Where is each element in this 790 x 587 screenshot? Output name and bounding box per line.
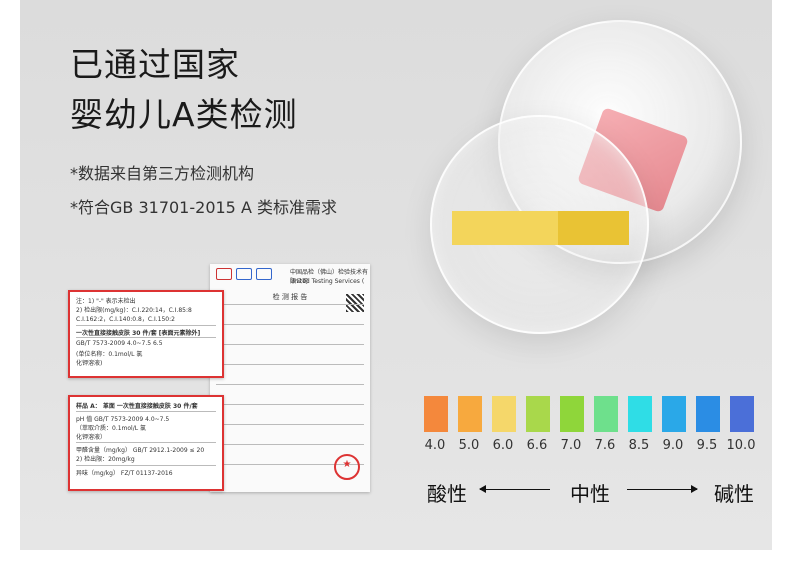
divider [216, 464, 364, 465]
report-org-name: 中国品检（佛山）检验技术有限公司 [290, 269, 369, 285]
ph-swatch [696, 396, 720, 432]
excerpt-row: 甲醛含量（mg/kg） GB/T 2912.1-2009 ≤ 20 [76, 447, 205, 454]
ph-swatch [526, 396, 550, 432]
divider [216, 384, 364, 385]
ph-swatch [560, 396, 584, 432]
ph-value-label: 7.0 [560, 438, 582, 453]
divider [216, 324, 364, 325]
ph-value-label: 6.0 [492, 438, 514, 453]
report-title: 检 测 报 告 [272, 293, 308, 301]
acidic-label: 酸性 [427, 482, 467, 506]
ph-value-labels: 4.0 5.0 6.0 6.6 7.0 7.6 8.5 9.0 9.5 10.0 [418, 438, 758, 453]
ph-value-label: 9.5 [696, 438, 718, 453]
neutral-label: 中性 [570, 482, 610, 506]
divider [216, 424, 364, 425]
excerpt-row: GB/T 7573-2009 4.0~7.5 6.5 [76, 340, 163, 347]
divider [216, 404, 364, 405]
divider [76, 337, 216, 338]
excerpt-row: 一次性直接接触皮肤 30 件/套 [表面元素除外] [76, 330, 201, 337]
ph-value-label: 8.5 [628, 438, 650, 453]
divider [216, 344, 364, 345]
excerpt-row: （萃取介质：0.1mol/L 氯 [76, 425, 146, 432]
ph-value-label: 5.0 [458, 438, 480, 453]
excerpt-row: pH 值 GB/T 7573-2009 4.0~7.5 [76, 416, 170, 423]
excerpt-row: 化钾溶液） [76, 434, 107, 441]
divider [76, 325, 216, 326]
excerpt-row: 2) 检出限：20mg/kg [76, 456, 135, 463]
ph-test-strip [452, 211, 629, 245]
qr-code-icon [346, 294, 364, 312]
excerpt-row: C.I.162:2，C.I.140:0.8，C.I.150:2 [76, 316, 175, 323]
right-arrow-icon [627, 485, 698, 493]
headline-line2: 婴幼儿A类检测 [70, 95, 298, 134]
divider [76, 411, 216, 412]
ph-swatch [458, 396, 482, 432]
excerpt-row: 化钾溶液) [76, 360, 103, 367]
ph-swatch [662, 396, 686, 432]
divider [216, 364, 364, 365]
ph-swatch [492, 396, 516, 432]
excerpt-row: 注：1) "-" 表示未检出 [76, 298, 136, 305]
cnas-logo-icon [236, 268, 252, 280]
background-panel: 已通过国家 婴幼儿A类检测 *数据来自第三方检测机构 *符合GB 31701-2… [20, 0, 772, 550]
ph-value-label: 4.0 [424, 438, 446, 453]
divider [216, 444, 364, 445]
excerpt-row: (单位名称：0.1mol/L 氯 [76, 351, 143, 358]
certification-logos [216, 268, 272, 280]
alkaline-label: 碱性 [714, 482, 754, 506]
ph-value-label: 9.0 [662, 438, 684, 453]
ph-value-label: 7.6 [594, 438, 616, 453]
ilac-logo-icon [256, 268, 272, 280]
test-report-sheet: 中国品检（佛山）检验技术有限公司 United Testing Services… [210, 264, 370, 492]
divider [216, 304, 364, 305]
note-source: *数据来自第三方检测机构 [70, 164, 255, 183]
headline-line1: 已通过国家 [70, 45, 240, 84]
ph-color-swatches [424, 396, 754, 432]
ph-swatch [594, 396, 618, 432]
cma-logo-icon [216, 268, 232, 280]
ph-swatch [730, 396, 754, 432]
excerpt-row: 样品 A： 革面 一次性直接接触皮肤 30 件/套 [76, 403, 198, 410]
red-seal-stamp: ★ [334, 454, 360, 480]
ph-swatch [424, 396, 448, 432]
ph-value-label: 10.0 [726, 438, 756, 453]
report-excerpt-formaldehyde: 样品 A： 革面 一次性直接接触皮肤 30 件/套 pH 值 GB/T 7573… [68, 395, 224, 491]
report-excerpt-ph: 注：1) "-" 表示未检出 2) 检出限(mg/kg)：C.I.220:14，… [68, 290, 224, 378]
excerpt-row: 2) 检出限(mg/kg)：C.I.220:14，C.I.85:8 [76, 307, 192, 314]
excerpt-row: 异味（mg/kg） FZ/T 01137-2016 [76, 470, 173, 477]
left-arrow-icon [479, 485, 550, 493]
divider [76, 442, 216, 443]
ph-value-label: 6.6 [526, 438, 548, 453]
divider [76, 465, 216, 466]
ph-swatch [628, 396, 652, 432]
note-standard: *符合GB 31701-2015 A 类标准需求 [70, 198, 337, 217]
report-org-name-en: United Testing Services (Foshan) Co.,Ltd… [290, 278, 364, 285]
